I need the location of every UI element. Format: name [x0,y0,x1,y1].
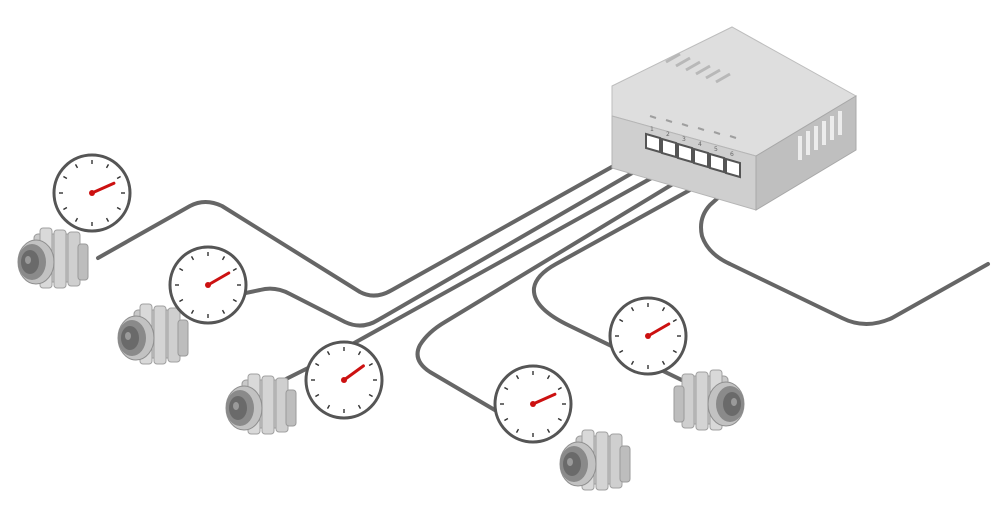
gauge-2 [168,245,248,325]
gauges [52,153,688,444]
port-6-label: 6 [730,151,734,158]
port-5: 5 [709,146,725,174]
switch-side-vents [798,111,842,160]
cable-6 [699,194,990,326]
cable-1 [96,138,662,298]
gauge-2-needle [206,271,231,287]
port-2-label: 2 [666,131,670,138]
port-6: 6 [725,151,741,179]
gauge-5 [608,296,688,376]
camera-2 [117,303,189,365]
cable-5 [531,178,710,386]
gauge-3 [304,340,384,420]
gauge-5-needle [646,322,671,338]
gauge-4-needle [531,392,557,406]
switch-ports: 1 2 3 4 5 6 [645,126,741,179]
port-1: 1 [645,126,661,154]
camera-4 [559,429,631,491]
gauge-1-needle [90,181,116,195]
cable-2 [210,148,674,328]
port-1-label: 1 [650,126,654,133]
port-5-label: 5 [714,146,718,153]
camera-3 [225,373,297,435]
port-3: 3 [677,136,693,164]
gauge-3-needle [342,364,365,382]
switch-leds [649,115,737,139]
gauge-1 [52,153,132,233]
network-switch: 1 2 3 4 5 6 [611,26,857,211]
port-4-label: 4 [698,141,702,148]
port-3-label: 3 [682,136,686,143]
camera-1 [17,227,89,289]
port-2: 2 [661,131,677,159]
port-4: 4 [693,141,709,169]
gauge-4 [493,364,573,444]
cable-4 [415,168,698,418]
camera-5 [673,369,745,431]
switch-top-vents [665,52,731,84]
